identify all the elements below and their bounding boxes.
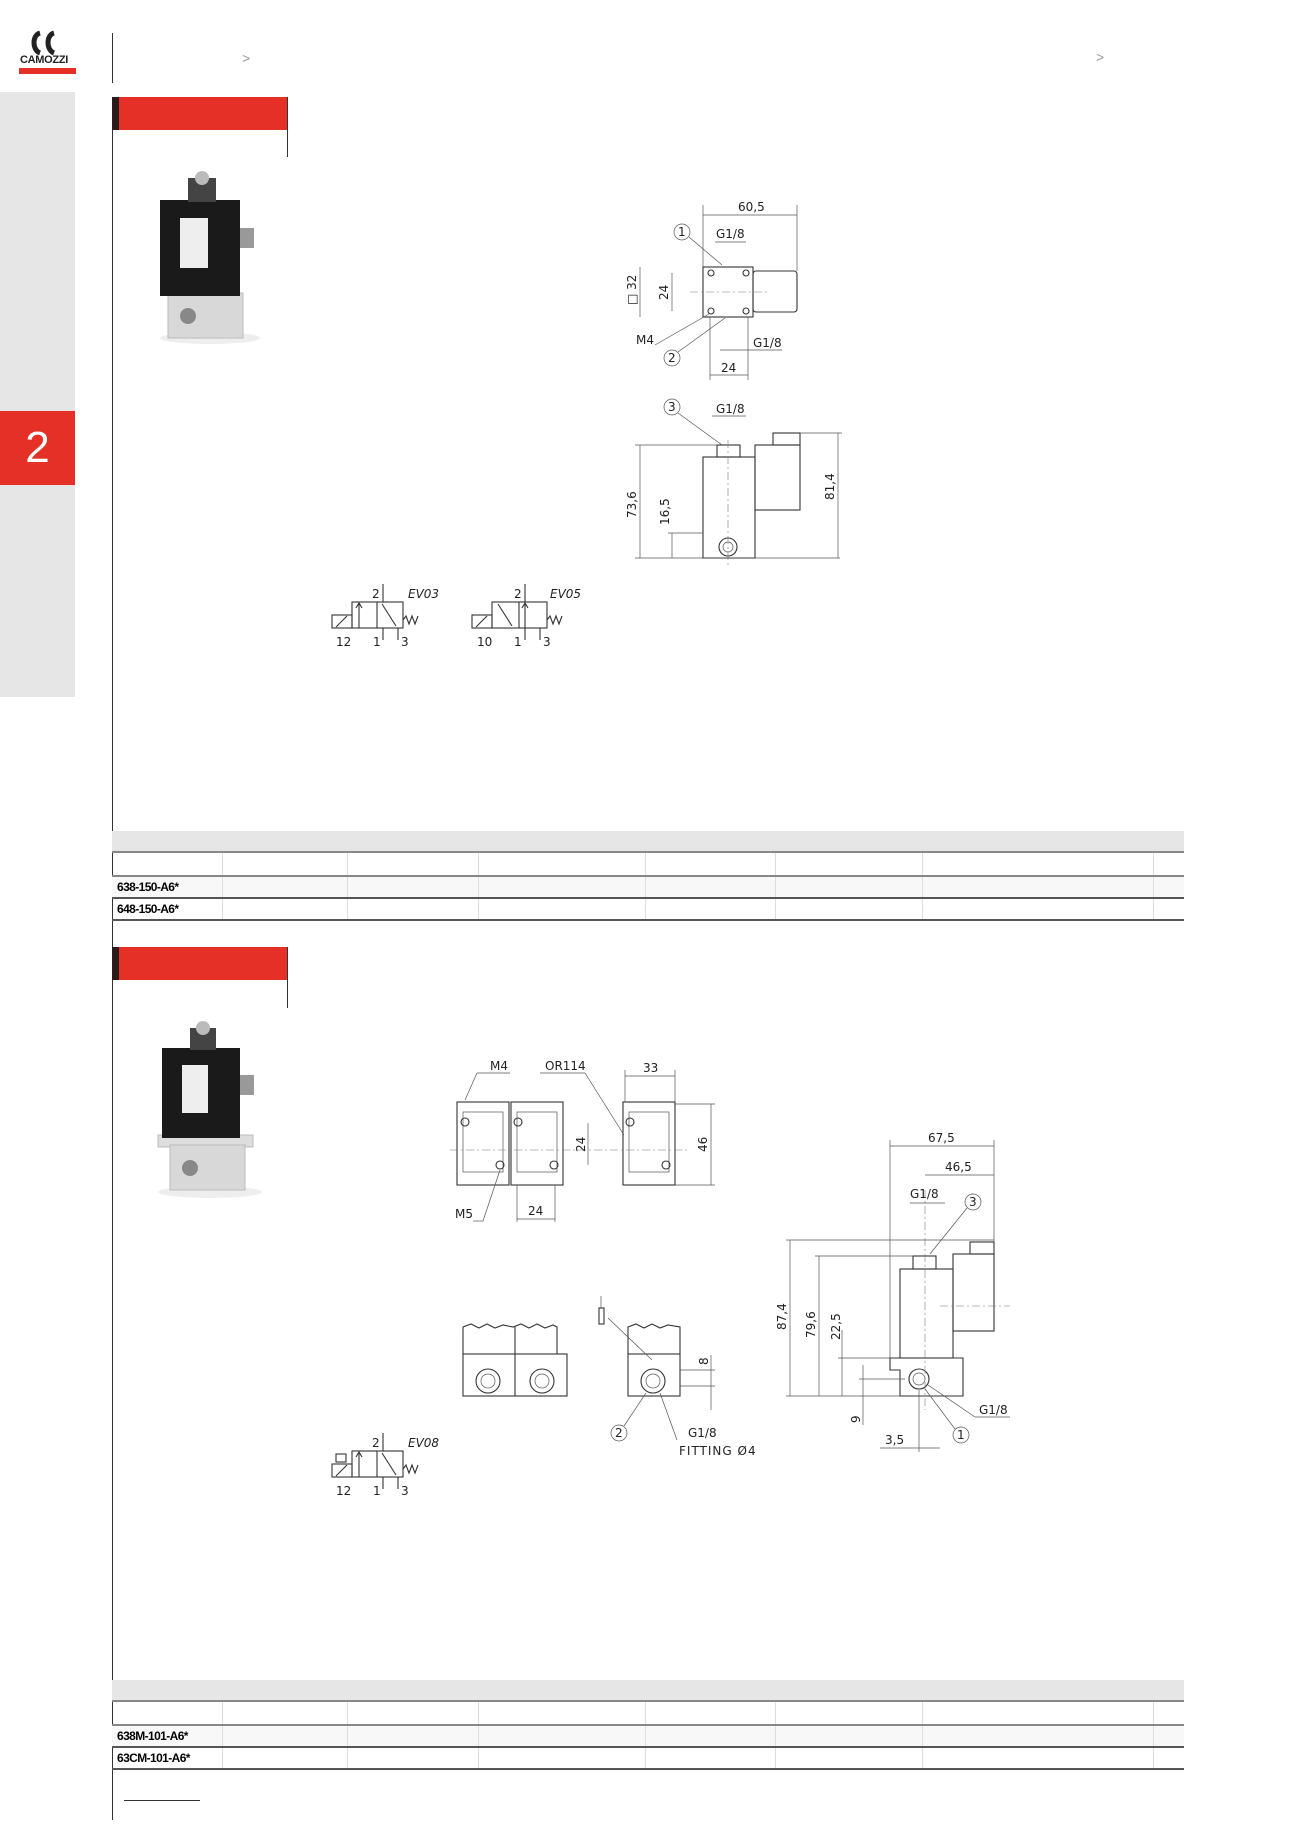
- product-code: 63CM-101-A6*: [112, 1747, 223, 1770]
- dim-height-base: 22,5: [829, 1313, 843, 1340]
- dim-height-connector: 81,4: [823, 473, 837, 500]
- label-screw: M4: [636, 333, 654, 347]
- symbol-port-1: 1: [514, 635, 522, 649]
- product-photo-valve-2: [157, 1021, 262, 1198]
- symbol-port-1: 1: [373, 1484, 381, 1498]
- section-2-title-bar: [112, 947, 287, 980]
- table-subheader-row: [112, 1701, 1184, 1726]
- symbol-name: EV03: [408, 587, 439, 601]
- chapter-sidebar: [0, 92, 75, 697]
- product-code: 638M-101-A6*: [112, 1725, 223, 1748]
- section-1-title-divider: [287, 97, 288, 157]
- table-row[interactable]: 648-150-A6*: [112, 898, 1184, 921]
- symbol-port-pilot: 12: [336, 1484, 351, 1498]
- dim-width-connector: 46,5: [945, 1160, 972, 1174]
- dim-height-total: 73,6: [625, 491, 639, 518]
- dim-height-port: 16,5: [658, 498, 672, 525]
- header-divider: [112, 33, 113, 83]
- dim-height-body: 79,6: [804, 1311, 818, 1338]
- product-code: 638-150-A6*: [112, 876, 223, 899]
- callout-2: 2: [668, 351, 676, 365]
- dim-square: □ 32: [625, 275, 639, 305]
- product-photo-valve-1: [160, 171, 260, 344]
- dim-height: 46: [696, 1137, 710, 1152]
- table-header-row: [112, 831, 1184, 853]
- pneumatic-symbol-ev08: 2 EV08 12 1 3: [331, 1433, 439, 1498]
- table-row[interactable]: 638-150-A6*: [112, 876, 1184, 899]
- symbol-port-pilot: 10: [477, 635, 492, 649]
- section-1-title-bar: [112, 97, 287, 130]
- symbol-port-2: 2: [372, 587, 380, 601]
- callout-2: 2: [615, 1426, 623, 1440]
- dim-port-height: 9: [849, 1415, 863, 1423]
- product-code: 648-150-A6*: [112, 898, 223, 921]
- symbol-port-2: 2: [514, 587, 522, 601]
- camozzi-logo: CAMOZZI: [18, 30, 78, 74]
- breadcrumb-chevron-icon[interactable]: >: [1096, 49, 1105, 65]
- dim-width-total: 60,5: [738, 200, 765, 214]
- symbol-port-3: 3: [543, 635, 551, 649]
- label-port-top: G1/8: [716, 227, 745, 241]
- dim-port-offset: 8: [697, 1357, 711, 1365]
- dim-pitch-v: 24: [574, 1137, 588, 1152]
- symbol-port-1: 1: [373, 635, 381, 649]
- label-oring: OR114: [545, 1059, 586, 1073]
- callout-1: 1: [957, 1428, 965, 1442]
- label-fitting: FITTING Ø4: [679, 1444, 757, 1458]
- symbol-name: EV05: [550, 587, 581, 601]
- dim-height-total: 87,4: [775, 1303, 789, 1330]
- dim-hole-spacing-h: 24: [721, 361, 736, 375]
- pneumatic-symbol-ev05: 2 EV05 10 1 3: [471, 584, 581, 649]
- pneumatic-symbol-ev03: 2 EV03 12 1 3: [331, 584, 439, 649]
- callout-3: 3: [668, 400, 676, 414]
- dimension-drawing-1: 60,5 1 G1/8 □ 32 24 M4 2 G1/8 24 3 G1/8 …: [625, 200, 842, 565]
- callout-3: 3: [969, 1195, 977, 1209]
- dim-body-width: 33: [643, 1061, 658, 1075]
- label-screw-m5: M5: [455, 1207, 473, 1221]
- section-2-title-divider: [287, 947, 288, 1008]
- label-port-bottom: G1/8: [753, 336, 782, 350]
- symbol-port-3: 3: [401, 635, 409, 649]
- chapter-tab[interactable]: 2: [0, 411, 75, 485]
- logo-text: CAMOZZI: [20, 54, 69, 66]
- footer-rule: [124, 1800, 200, 1801]
- product-table-2: 638M-101-A6* 63CM-101-A6*: [112, 1680, 1184, 1770]
- dim-pitch-h: 24: [528, 1204, 543, 1218]
- breadcrumb-chevron-icon[interactable]: >: [242, 50, 251, 66]
- symbol-name: EV08: [408, 1436, 439, 1450]
- label-port-g18-top: G1/8: [910, 1187, 939, 1201]
- symbol-port-pilot: 12: [336, 635, 351, 649]
- table-row[interactable]: 638M-101-A6*: [112, 1725, 1184, 1748]
- label-port-side: G1/8: [716, 402, 745, 416]
- product-table-1: 638-150-A6* 648-150-A6*: [112, 831, 1184, 921]
- table-subheader-row: [112, 852, 1184, 877]
- dim-width-total: 67,5: [928, 1131, 955, 1145]
- label-port-g18: G1/8: [688, 1426, 717, 1440]
- label-port-g18-side: G1/8: [979, 1403, 1008, 1417]
- dim-hole-spacing-v: 24: [657, 285, 671, 300]
- symbol-port-2: 2: [372, 1436, 380, 1450]
- table-row[interactable]: 63CM-101-A6*: [112, 1747, 1184, 1770]
- logo-red-stripe: [19, 68, 76, 74]
- dim-port-offset-h: 3,5: [885, 1433, 904, 1447]
- symbol-port-3: 3: [401, 1484, 409, 1498]
- camozzi-logo-mark-icon: [31, 30, 56, 56]
- table-header-row: [112, 1680, 1184, 1702]
- label-screw-m4: M4: [490, 1059, 508, 1073]
- callout-1: 1: [678, 225, 686, 239]
